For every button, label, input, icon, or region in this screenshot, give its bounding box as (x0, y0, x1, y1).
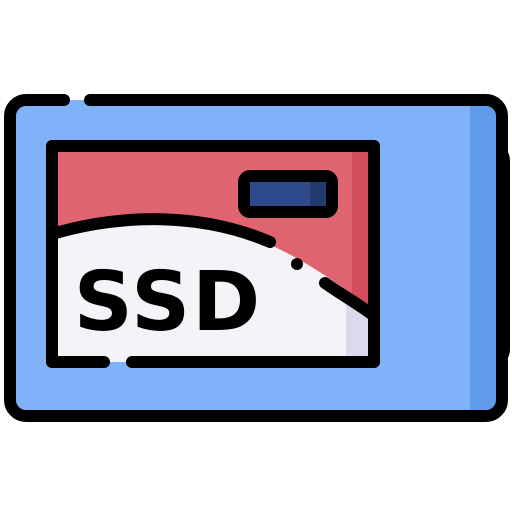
label-outline (46, 140, 380, 368)
label-slot-shade (310, 182, 326, 206)
ssd-label-text: SSD (74, 255, 263, 350)
label-curve-dot (291, 258, 303, 270)
drive-body-shade (470, 100, 502, 416)
label-bottom-fill (52, 218, 374, 362)
drive-label: SSD (46, 140, 380, 368)
drive-body-outline (4, 94, 508, 422)
label-curve-line (46, 213, 276, 248)
